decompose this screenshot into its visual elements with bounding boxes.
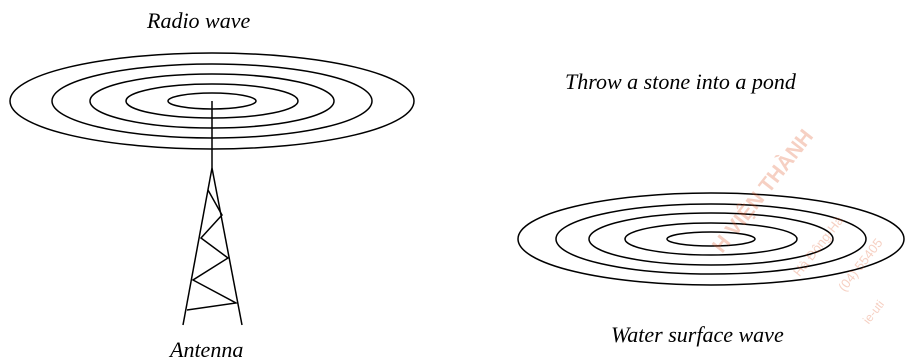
tower-left-leg — [183, 168, 212, 325]
water-ring-5 — [667, 232, 755, 246]
water-ring-2 — [556, 204, 866, 274]
water-wave-rings — [518, 193, 904, 285]
throw-stone-label: Throw a stone into a pond — [565, 71, 796, 93]
water-ring-4 — [625, 223, 797, 255]
radio-wave-label: Radio wave — [147, 10, 250, 32]
antenna-label: Antenna — [170, 339, 243, 361]
water-wave-label: Water surface wave — [611, 324, 784, 346]
water-ring-1 — [518, 193, 904, 285]
tower-cross-bracing — [187, 190, 236, 310]
tower-right-leg — [212, 168, 242, 325]
antenna-tower — [183, 101, 242, 325]
